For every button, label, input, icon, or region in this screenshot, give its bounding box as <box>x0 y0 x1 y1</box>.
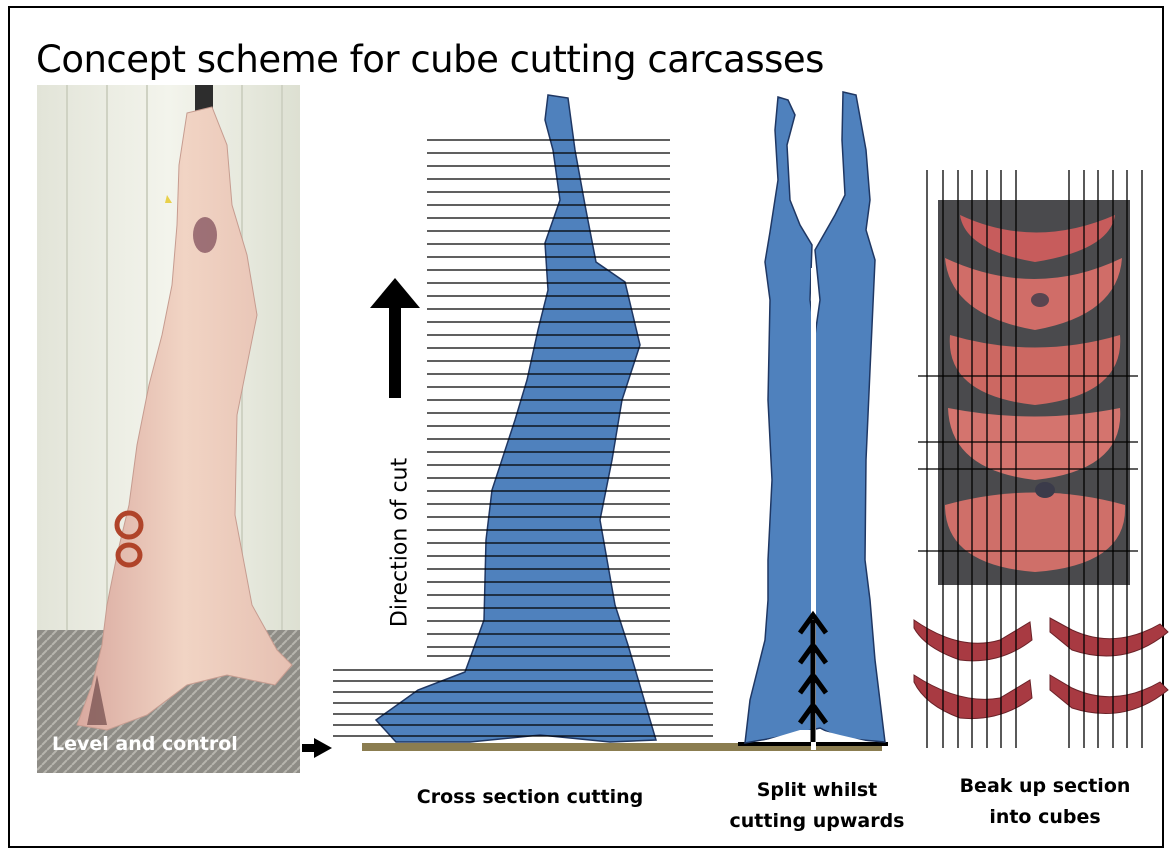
caption-split: Split whilst cutting upwards <box>722 775 912 837</box>
caption-cubes-line1: Beak up section <box>940 771 1150 802</box>
meat-slices <box>914 618 1168 719</box>
caption-cross-section-text: Cross section cutting <box>417 786 643 808</box>
caption-split-line2: cutting upwards <box>722 806 912 837</box>
direction-label: Direction of cut <box>388 408 413 678</box>
direction-arrow-icon <box>370 278 420 398</box>
caption-split-line1: Split whilst <box>722 775 912 806</box>
pointer-arrow-icon <box>302 738 332 758</box>
caption-cross-section: Cross section cutting <box>390 782 670 813</box>
caption-cubes-line2: into cubes <box>940 802 1150 833</box>
meat-section-photo <box>938 200 1130 585</box>
caption-cubes: Beak up section into cubes <box>940 771 1150 833</box>
